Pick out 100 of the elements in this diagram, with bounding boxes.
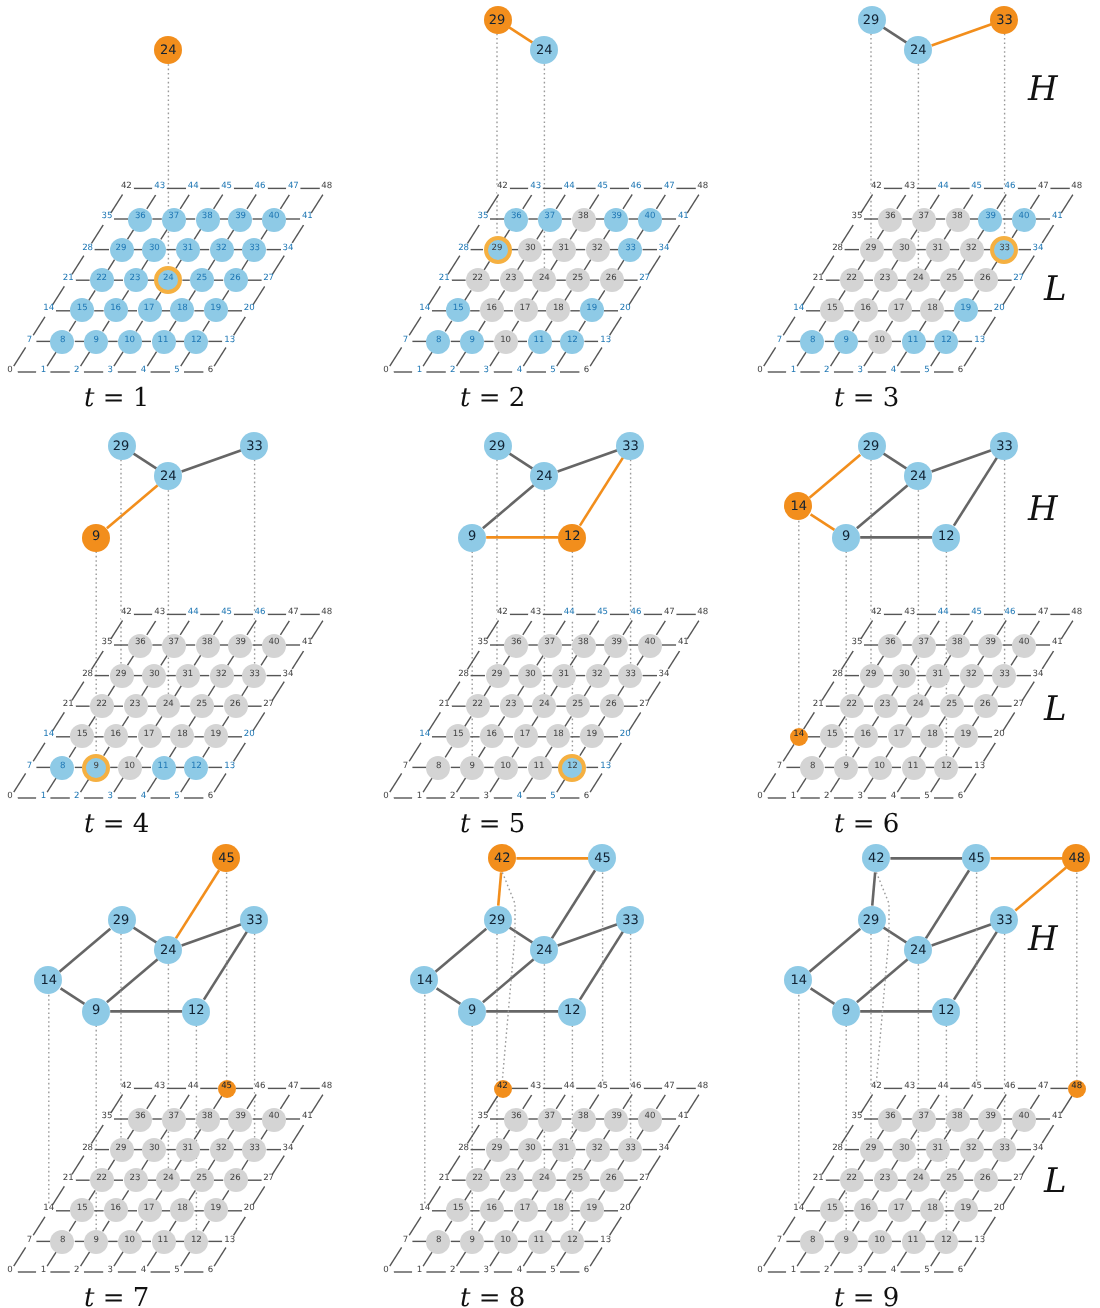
graph-edge [508, 926, 534, 944]
projection-line [875, 871, 890, 1083]
graph-edge [435, 987, 462, 1005]
time-caption: t = 2 [460, 384, 526, 414]
time-caption: t = 5 [460, 810, 526, 840]
projection-line [471, 1024, 473, 1231]
graph-edge [132, 926, 158, 944]
projection-line [1003, 458, 1006, 665]
projection-line [945, 550, 948, 757]
projection-line [471, 550, 473, 757]
graph-edge [860, 536, 933, 539]
graph-edge [882, 26, 908, 44]
graph-edge [486, 536, 559, 539]
projection-line [120, 458, 122, 665]
graph-edge [557, 923, 618, 947]
projection-line [167, 489, 170, 695]
projection-line [798, 520, 800, 729]
graph-edge [882, 926, 908, 944]
graph-edge [550, 869, 597, 940]
projection-line [501, 871, 516, 1081]
graph-edge [952, 930, 999, 1001]
graph-edge [508, 26, 534, 44]
projection-line [496, 458, 498, 665]
graph-edge [482, 958, 535, 1004]
graph-edge [1014, 866, 1067, 912]
graph-edge [809, 513, 836, 531]
projection-line [601, 871, 604, 1083]
time-caption: t = 7 [84, 1284, 150, 1308]
graph-edge [856, 484, 909, 530]
graph-edge [59, 987, 86, 1005]
graph-edge [860, 1010, 933, 1013]
projection-line [543, 489, 546, 695]
layer-label: H [1028, 490, 1058, 530]
graph-edge [890, 857, 963, 860]
layer-label: H [1028, 70, 1058, 110]
graph-edge [496, 872, 503, 906]
layer-label: L [1044, 690, 1067, 730]
projection-line [917, 489, 920, 695]
graph-edge [924, 869, 971, 940]
projection-line [1003, 932, 1006, 1139]
projection-line [225, 871, 228, 1081]
graph-edge [931, 449, 992, 473]
graph-edge [202, 930, 249, 1001]
graph-edge [809, 987, 836, 1005]
graph-edge [990, 857, 1063, 860]
projection-line [1076, 871, 1078, 1081]
graph-edge [106, 958, 159, 1004]
projection-line [167, 63, 170, 267]
projection-line [629, 458, 632, 665]
time-caption: t = 6 [834, 810, 900, 840]
graph-edge [174, 869, 221, 940]
projection-line [543, 63, 546, 269]
projection-line [120, 932, 122, 1139]
graph-edge [181, 449, 242, 473]
graph-edge [931, 23, 992, 47]
projection-line [870, 932, 872, 1139]
time-caption: t = 1 [84, 384, 150, 414]
projection-line [95, 1024, 97, 1231]
graph-edge [808, 453, 862, 499]
graph-edge [181, 923, 242, 947]
projection-line [543, 963, 546, 1169]
projection-line [95, 550, 97, 755]
projection-line [975, 871, 978, 1083]
graph-edge [110, 1010, 183, 1013]
graph-edge [882, 452, 908, 470]
graph-edge [856, 958, 909, 1004]
projection-line [253, 458, 256, 665]
projection-line [917, 63, 920, 269]
projection-line [496, 932, 498, 1139]
projection-line [870, 458, 872, 665]
graph-edge [508, 452, 534, 470]
time-caption: t = 4 [84, 810, 150, 840]
graph-edge [106, 484, 159, 530]
graph-edge [486, 1010, 559, 1013]
projection-line [253, 932, 256, 1139]
projection-line [571, 550, 574, 755]
graph-edge [58, 927, 112, 973]
time-caption: t = 9 [834, 1284, 900, 1308]
graph-edge [578, 930, 625, 1001]
graph-edge [132, 452, 158, 470]
projection-line [798, 994, 800, 1205]
graph-edge [870, 872, 877, 906]
projection-line [195, 1024, 198, 1231]
graph-edge [952, 456, 999, 527]
projection-line [629, 932, 632, 1139]
graph-edge [516, 857, 589, 860]
layer-label: H [1028, 920, 1058, 960]
graph-edge [434, 927, 488, 973]
projection-line [845, 550, 847, 757]
projection-line [870, 32, 872, 239]
graph-edge [557, 449, 618, 473]
layer-label: L [1044, 1162, 1067, 1202]
projection-line [571, 1024, 574, 1231]
projection-line [48, 994, 50, 1205]
layer-label: L [1044, 270, 1067, 310]
projection-line [496, 32, 498, 237]
projection-line [945, 1024, 948, 1231]
graph-edge [931, 923, 992, 947]
projection-line [1003, 32, 1006, 237]
projection-line [424, 994, 426, 1205]
